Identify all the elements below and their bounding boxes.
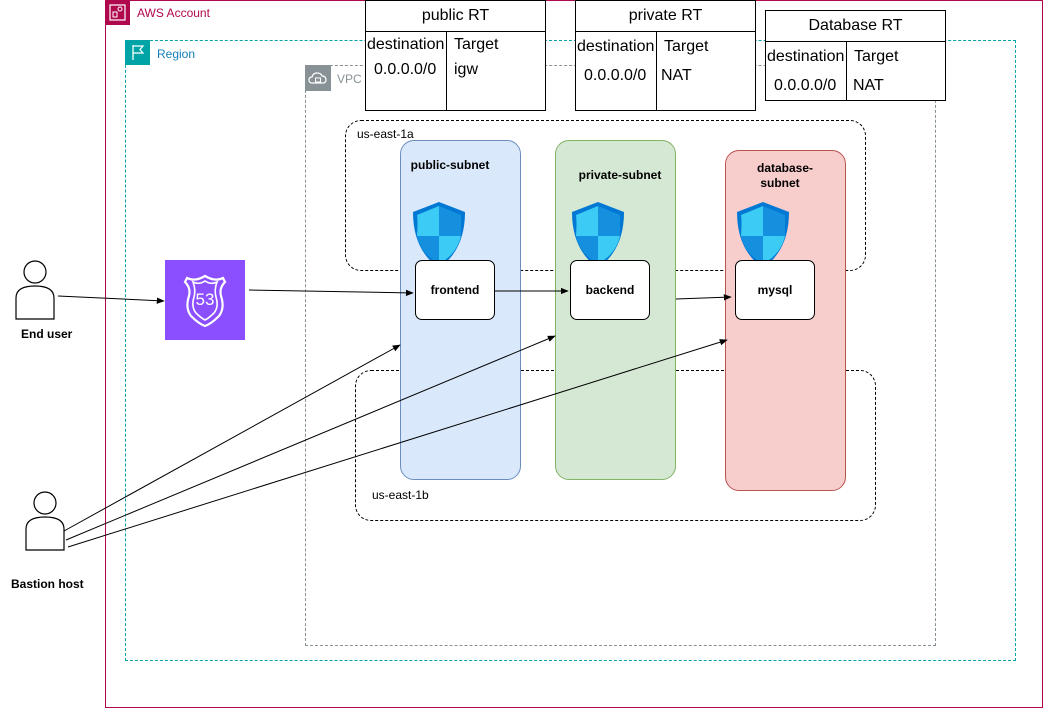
rt-divider [656,31,657,110]
rt-header-destination: destination [767,48,845,65]
rt-header-target: Target [664,38,709,55]
rt-header-destination: destination [367,36,445,53]
public-route-table: public RT destination Target 0.0.0.0/0 i… [365,0,546,111]
rt-target-value: NAT [661,67,692,84]
arrow-route53-to-frontend [248,289,414,297]
database-subnet-label-line1: database- [756,161,814,175]
frontend-box[interactable]: frontend [415,260,495,320]
vpc-label: VPC [337,72,362,86]
rt-divider [846,41,847,100]
public-subnet-label: public-subnet [410,158,490,172]
rt-divider [446,31,447,110]
rt-title: public RT [366,1,545,32]
aws-account-icon [105,0,130,25]
arrow-bastion-to-public [63,344,401,532]
backend-box[interactable]: backend [570,260,650,320]
rt-target-value: NAT [853,77,884,94]
arrow-backend-to-mysql [675,294,732,301]
rt-title: private RT [576,1,755,32]
region-label: Region [157,47,196,61]
arrow-bastion-to-private [65,335,556,541]
shield-icon [734,200,792,275]
az-b-label: us-east-1b [372,488,429,502]
shield-icon [569,200,627,275]
end-user-label: End user [21,327,73,341]
private-subnet-label: private-subnet [578,168,662,182]
route53-badge-text: 53 [195,290,215,309]
cloud-lock-icon [305,65,331,91]
flag-icon [125,40,150,65]
arrow-user-to-route53 [57,295,165,304]
bastion-host-label: Bastion host [11,577,84,591]
rt-header-target: Target [454,36,499,53]
rt-destination-value: 0.0.0.0/0 [374,61,437,78]
rt-header-target: Target [854,48,899,65]
rt-header-destination: destination [577,38,655,55]
aws-account-group [105,0,1043,708]
private-route-table: private RT destination Target 0.0.0.0/0 … [575,0,756,111]
aws-account-label: AWS Account [137,6,210,20]
arrow-bastion-to-database [67,339,728,548]
rt-destination-value: 0.0.0.0/0 [584,67,647,84]
database-route-table: Database RT destination Target 0.0.0.0/0… [765,10,946,101]
rt-destination-value: 0.0.0.0/0 [774,77,837,94]
rt-title: Database RT [766,11,945,42]
bastion-host-icon [24,489,66,556]
mysql-box[interactable]: mysql [735,260,815,320]
end-user-icon [14,258,56,325]
database-subnet [725,150,846,491]
rt-target-value: igw [454,61,479,78]
az-a-label: us-east-1a [357,127,414,141]
route53-icon[interactable]: 53 [165,260,245,340]
database-subnet-label-line2: subnet [760,176,800,190]
shield-icon [410,200,468,275]
region-group [125,40,1016,661]
